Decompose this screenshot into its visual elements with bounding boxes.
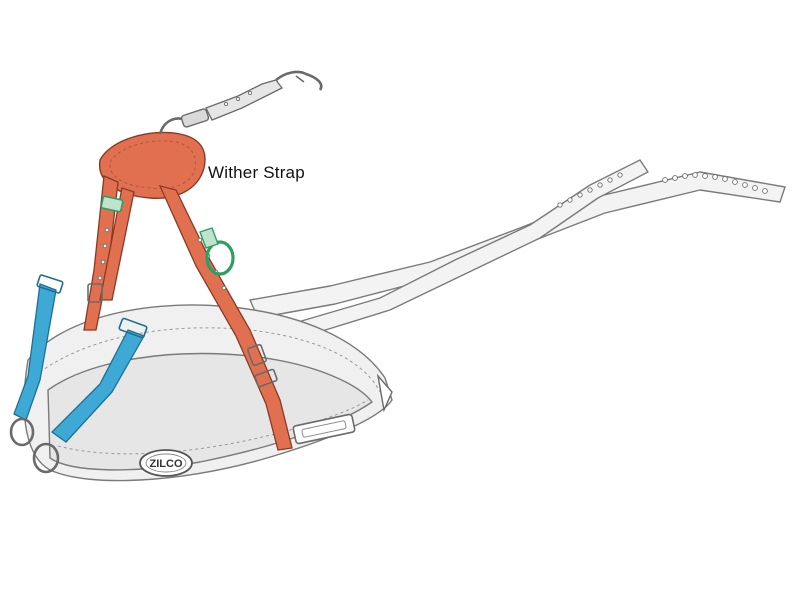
girth-strap-front <box>297 159 649 337</box>
saddle-pad <box>23 304 393 482</box>
buckle-icon <box>87 283 278 388</box>
keeper-icon <box>100 195 124 213</box>
brand-badge-text: ZILCO <box>150 458 183 470</box>
wither-strap-label: Wither Strap <box>208 163 305 182</box>
breastplate-strap <box>13 274 148 443</box>
pad-corner-right <box>376 373 393 413</box>
wither-strap <box>83 131 293 451</box>
tug-loop-right <box>292 413 356 445</box>
ring-icon <box>9 417 60 474</box>
snap-strap-holes <box>223 90 253 107</box>
terret-ring <box>199 227 235 276</box>
girth-holes-front <box>557 172 623 208</box>
girth-holes-rear <box>662 172 768 194</box>
snap-hook-icon <box>158 70 323 135</box>
brand-badge: ZILCO <box>139 449 193 477</box>
